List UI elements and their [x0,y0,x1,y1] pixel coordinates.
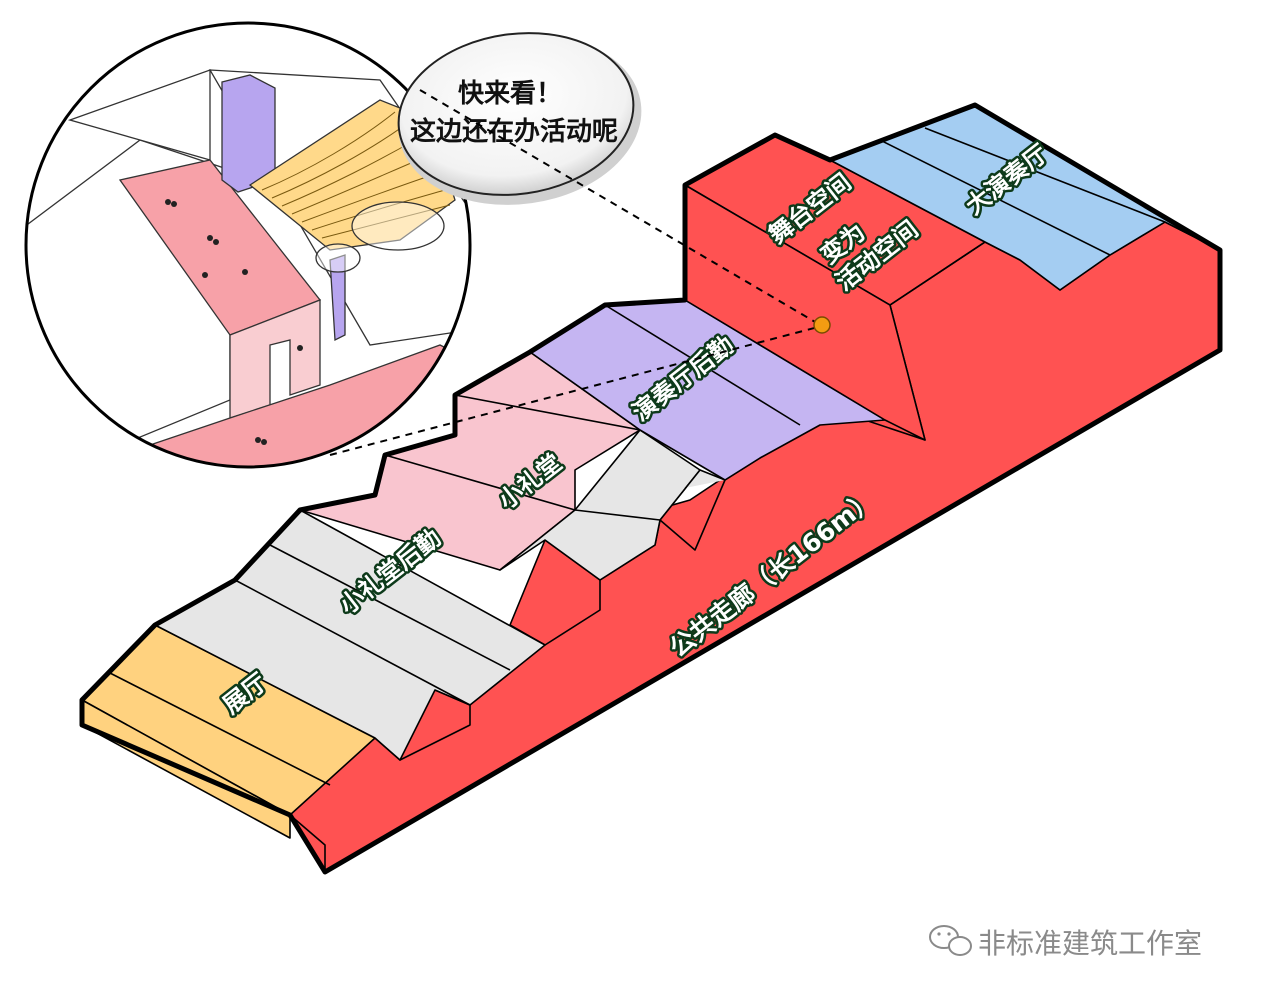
speech-bubble: 快来看！ 这边还在办活动呢 [397,32,642,205]
watermark-text: 非标准建筑工作室 [978,927,1202,960]
bubble-line1: 快来看！ [458,79,562,109]
location-marker [813,316,831,334]
wechat-icon [929,925,972,956]
bubble-line2: 这边还在办活动呢 [410,116,618,147]
leader-lines [329,89,823,456]
watermark: 非标准建筑工作室 [929,925,1202,960]
detail-view [24,21,472,469]
building-massing [79,102,1223,875]
